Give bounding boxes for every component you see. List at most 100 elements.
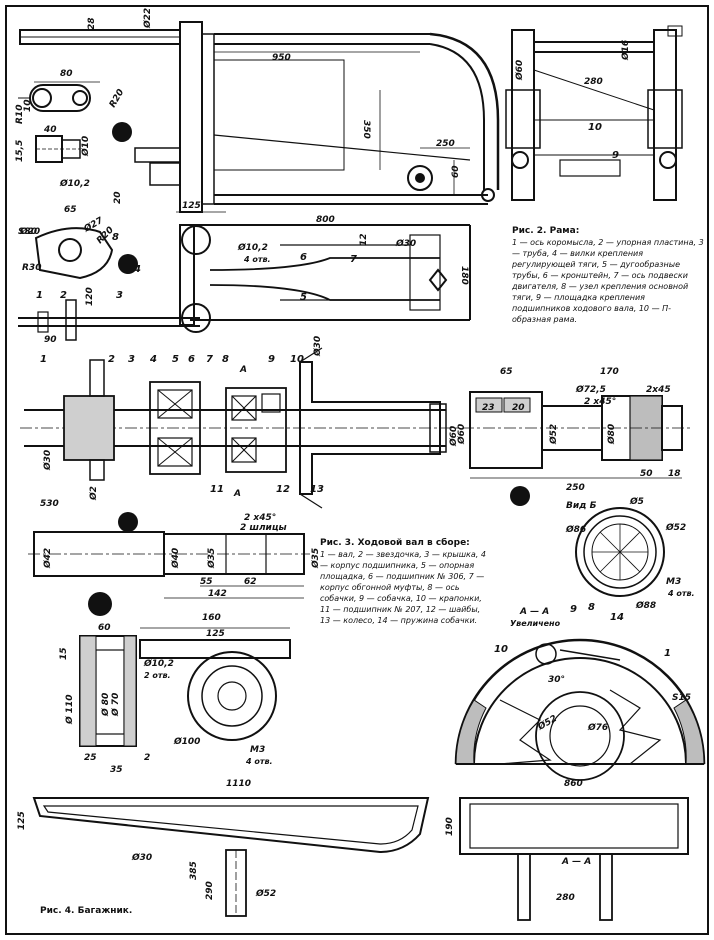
fig3-legend: 1 — вал, 2 — звездочка, 3 — крышка, 4 — … <box>320 550 486 625</box>
dim-120: 120 <box>85 287 95 306</box>
fig4-caption: Рис. 4. Багажник. <box>40 906 132 917</box>
dim-d10-2-bush: Ø10,2 <box>59 178 90 189</box>
plan-callout-3: 3 <box>116 290 123 301</box>
plan-callout-5: 5 <box>300 292 307 303</box>
link-detail <box>18 84 91 112</box>
registration-dot-3 <box>118 512 138 532</box>
section-aa-label: А — А <box>519 607 549 617</box>
dim-55: 55 <box>200 577 213 587</box>
dim-90: 90 <box>44 335 57 345</box>
dim-170: 170 <box>600 367 619 377</box>
shaft-callout-1: 1 <box>40 354 47 365</box>
fig3-caption: Рис. 3. Ходовой вал в сборе: 1 — вал, 2 … <box>320 538 488 626</box>
fig2-title: Рис. 2. Рама: <box>512 226 580 236</box>
shaft-callout-12: 12 <box>276 484 290 495</box>
dim-18: 18 <box>668 469 681 479</box>
dim-m3-viewb: М3 <box>666 577 681 587</box>
dim-65-hub: 65 <box>500 367 513 377</box>
dim-12: 12 <box>359 233 369 246</box>
dim-860: 860 <box>564 779 583 789</box>
wheel-part <box>139 627 291 741</box>
shaft-assembly <box>20 347 460 509</box>
dim-4-holes-plan: 4 отв. <box>243 255 271 264</box>
rack-front-view <box>459 797 689 921</box>
dim-s15: S15 <box>672 693 691 703</box>
callout-10: 10 <box>588 122 602 133</box>
dim-60: 60 <box>451 165 461 178</box>
dim-385: 385 <box>189 861 199 880</box>
plan-callout-7: 7 <box>350 254 357 265</box>
dim-2-splines: 2 шлицы <box>240 523 287 533</box>
shaft-callout-4: 4 <box>149 354 157 365</box>
dim-10-small: 10 <box>23 99 33 112</box>
dim-d30-plan: Ø30 <box>395 238 416 249</box>
dim-80: 80 <box>60 69 73 79</box>
dim-30deg: 30° <box>548 675 565 685</box>
dim-d52-section: Ø52 <box>535 713 559 733</box>
small-cup-part <box>79 635 137 747</box>
section-callout-14: 14 <box>610 612 624 623</box>
dim-350: 350 <box>361 120 371 139</box>
dim-125-rack: 125 <box>17 811 27 830</box>
dim-d2-shaft: Ø2 <box>88 486 99 501</box>
dim-2-holes: 2 отв. <box>144 671 171 680</box>
dim-d76: Ø76 <box>587 722 608 733</box>
dim-d80-hub: Ø80 <box>606 424 617 445</box>
cam-plate-detail <box>34 227 114 280</box>
dim-15-5: 15,5 <box>15 140 25 162</box>
registration-dot-1 <box>112 122 132 142</box>
callout-9: 9 <box>612 150 619 161</box>
dim-d70: Ø 70 <box>110 693 121 717</box>
shaft-callout-2: 2 <box>108 354 115 365</box>
dim-s30: S30 <box>18 227 37 237</box>
dim-20-hub: 20 <box>512 403 525 413</box>
dim-d20: Ø20 <box>19 226 40 237</box>
rack-side-view <box>32 797 430 917</box>
dim-d42: Ø42 <box>42 548 53 569</box>
dim-62: 62 <box>244 577 257 587</box>
dim-250: 250 <box>436 139 455 149</box>
dim-20: 20 <box>113 191 123 204</box>
dim-d88: Ø88 <box>635 600 656 611</box>
fig2-legend: 1 — ось коромысла, 2 — упорная пластина,… <box>512 238 704 324</box>
dim-d40: Ø40 <box>170 548 181 569</box>
frame-side-view <box>19 21 500 213</box>
dim-40: 40 <box>43 125 57 135</box>
dimension-labels: 950 350 250 60 125 20 Ø22 28 R20 80 Ø16 … <box>15 8 695 903</box>
fig2-caption: Рис. 2. Рама: 1 — ось коромысла, 2 — упо… <box>512 226 704 325</box>
shaft-callout-10: 10 <box>290 354 304 365</box>
shaft-detail <box>28 531 310 599</box>
section-mark-a-bottom: А <box>233 489 241 499</box>
section-callout-9: 9 <box>570 604 577 615</box>
dim-r30: R30 <box>22 263 41 273</box>
dim-4-holes-viewb: 4 отв. <box>667 589 695 598</box>
dim-950: 950 <box>272 53 291 63</box>
view-b-label: Вид Б <box>566 501 597 511</box>
dim-d110: Ø 110 <box>64 694 75 725</box>
dim-280-rack: 280 <box>556 893 575 903</box>
dim-28: 28 <box>87 17 97 30</box>
dim-530: 530 <box>40 499 59 509</box>
dim-15-cup: 15 <box>59 647 69 660</box>
dim-2-cup: 2 <box>144 753 150 763</box>
dim-65: 65 <box>64 205 77 215</box>
dim-d10-2-wheel: Ø10,2 <box>143 658 174 669</box>
dim-180: 180 <box>459 266 469 285</box>
dim-160: 160 <box>202 613 221 623</box>
dim-d35-a: Ø35 <box>206 548 217 569</box>
dim-d10: Ø10 <box>80 136 91 157</box>
dim-2x45-hub-b: 2x45 <box>646 385 671 395</box>
u-frame-view <box>505 25 683 201</box>
section-a-a <box>454 638 706 781</box>
shaft-callout-5: 5 <box>172 354 179 365</box>
dim-d16-right: Ø16 <box>620 40 631 61</box>
dim-d22: Ø22 <box>142 8 153 29</box>
dim-23: 23 <box>482 403 495 413</box>
dim-4-holes-wheel: 4 отв. <box>245 757 273 766</box>
dim-m3-wheel: М3 <box>250 745 265 755</box>
registration-dot-4 <box>510 486 530 506</box>
plan-callout-4: 4 <box>133 264 141 275</box>
plan-callout-1: 1 <box>36 290 43 301</box>
section-callout-8: 8 <box>588 602 595 613</box>
dim-25: 25 <box>84 753 97 763</box>
